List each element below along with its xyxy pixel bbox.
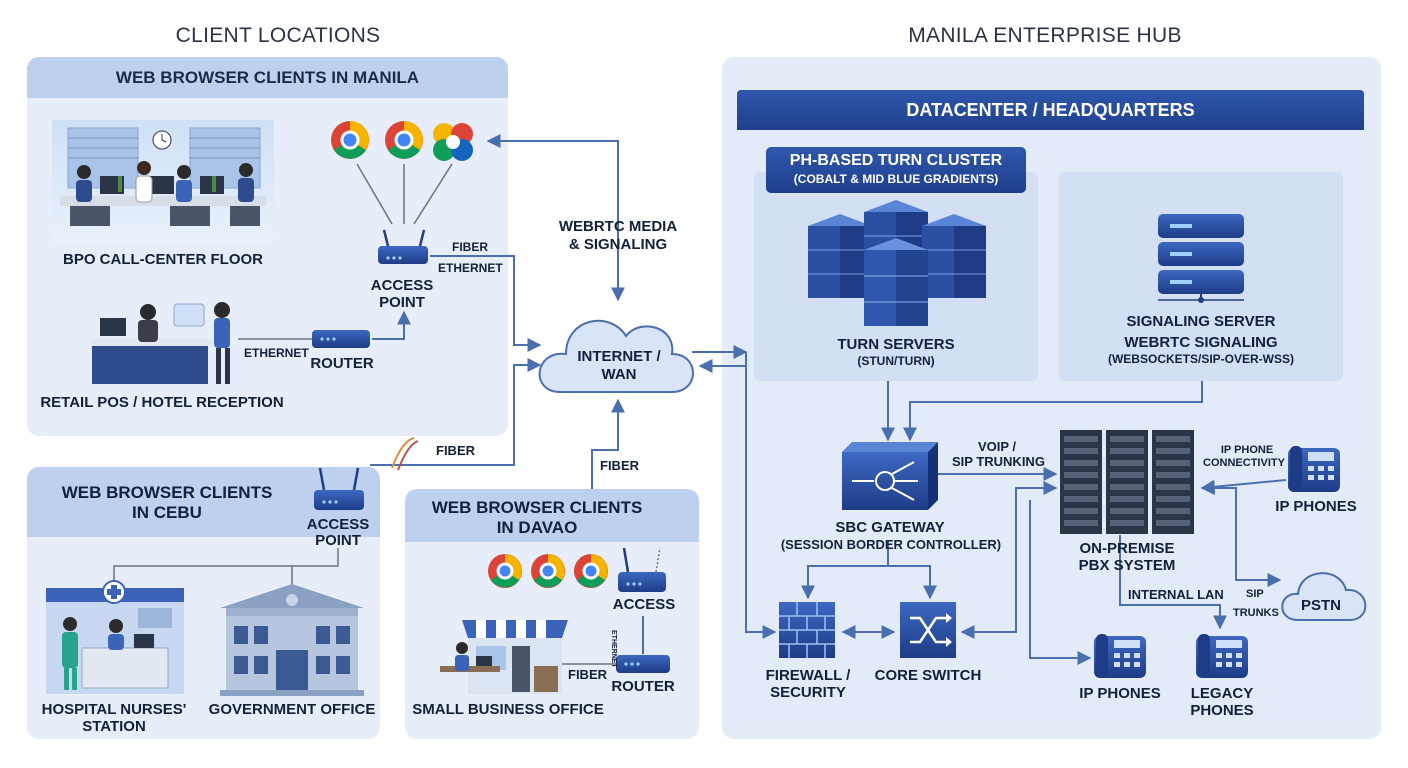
phone-icon [1288, 446, 1340, 492]
manila-ethernet-label: ETHERNET [438, 261, 503, 275]
sbc-label: SBC GATEWAY [835, 519, 945, 536]
voip-label-1: VOIP / [977, 439, 1017, 454]
trunks-label: TRUNKS [1233, 607, 1279, 619]
davao-fiber-up-label: FIBER [600, 458, 639, 473]
webrtc-icon [433, 123, 473, 161]
manila-ethernet-left-label: ETHERNET [244, 346, 309, 360]
pbx-label-2: PBX SYSTEM [1078, 557, 1176, 574]
pbx-label-1: ON-PREMISE [1079, 540, 1175, 557]
webrtc-label-2: & SIGNALING [568, 236, 668, 253]
client-locations-title: CLIENT LOCATIONS [175, 24, 381, 47]
legacy-label-1: LEGACY [1190, 685, 1254, 702]
turn-cluster-subtitle: (COBALT & MID BLUE GRADIENTS) [793, 172, 999, 186]
server-icon [1158, 214, 1244, 303]
cebu-ap-label-1: ACCESS [306, 516, 370, 533]
cebu-title-2: IN CEBU [132, 503, 202, 522]
signaling-sublabel-2: (WEBSOCKETS/SIP-OVER-WSS) [1107, 352, 1294, 366]
davao-vertical-label: ETHERNET [610, 630, 617, 668]
firewall-label-1: FIREWALL / [765, 667, 851, 684]
legacy-label-2: PHONES [1190, 702, 1254, 719]
hospital-label-1: HOSPITAL NURSES' [41, 701, 187, 718]
bpo-office-illustration [52, 120, 274, 242]
internet-label-2: WAN [601, 366, 637, 383]
switch-icon [900, 602, 956, 658]
manila-router-label: ROUTER [310, 355, 374, 372]
ip-phone-connectivity-1: IP PHONE [1220, 444, 1274, 456]
signaling-sublabel-1: WEBRTC SIGNALING [1124, 334, 1278, 351]
hospital-label-2: STATION [82, 718, 146, 735]
router-icon [312, 330, 370, 348]
cebu-title-1: WEB BROWSER CLIENTS [61, 483, 273, 502]
cebu-fiber-label: FIBER [436, 443, 475, 458]
davao-access-label: ACCESS [612, 596, 676, 613]
cloud-icon [1281, 572, 1367, 621]
chrome-icon [574, 554, 608, 588]
davao-panel [405, 489, 699, 739]
pstn-label: PSTN [1300, 597, 1341, 614]
router-icon [618, 547, 666, 592]
chrome-icon [488, 554, 522, 588]
phone-icon [1196, 634, 1248, 678]
firewall-label-2: SECURITY [770, 684, 846, 701]
retail-label: RETAIL POS / HOTEL RECEPTION [40, 394, 284, 411]
internet-label-1: INTERNET / [577, 348, 661, 365]
core-switch-label: CORE SWITCH [874, 667, 982, 684]
signaling-label: SIGNALING SERVER [1126, 313, 1276, 330]
router-icon [616, 655, 670, 673]
manila-fiber-label: FIBER [452, 240, 488, 254]
davao-router-label: ROUTER [611, 678, 675, 695]
small-business-label: SMALL BUSINESS OFFICE [412, 701, 604, 718]
cloud-icon [538, 319, 694, 393]
bpo-label: BPO CALL-CENTER FLOOR [63, 251, 263, 268]
cebu-ap-label-2: POINT [315, 532, 361, 549]
ip-phones-right-label: IP PHONES [1275, 498, 1357, 515]
chrome-icon [531, 554, 565, 588]
manila-ap-label-1: ACCESS [370, 277, 434, 294]
sip-label: SIP [1246, 588, 1264, 600]
server-icon [808, 200, 986, 326]
manila-panel-title: WEB BROWSER CLIENTS IN MANILA [27, 57, 508, 98]
chrome-icon [385, 121, 423, 159]
phone-icon [1094, 634, 1146, 678]
pbx-rack-icon [1060, 430, 1194, 534]
retail-pos-illustration [92, 302, 230, 384]
internal-lan-label: INTERNAL LAN [1128, 587, 1224, 602]
turn-cluster-header: PH-BASED TURN CLUSTER (COBALT & MID BLUE… [766, 147, 1026, 193]
voip-label-2: SIP TRUNKING [952, 454, 1045, 469]
router-icon [314, 467, 364, 510]
router-icon [378, 229, 428, 264]
datacenter-title: DATACENTER / HEADQUARTERS [737, 90, 1364, 130]
ip-phone-connectivity-2: CONNECTIVITY [1203, 457, 1285, 469]
turn-servers-sublabel: (STUN/TURN) [857, 354, 935, 368]
davao-title-2: IN DAVAO [496, 518, 578, 537]
enterprise-hub-title: MANILA ENTERPRISE HUB [908, 24, 1182, 47]
turn-cluster-title: PH-BASED TURN CLUSTER [789, 152, 1003, 169]
hospital-illustration [46, 580, 184, 694]
government-office-illustration [220, 584, 364, 696]
webrtc-label-1: WEBRTC MEDIA [558, 218, 678, 235]
davao-fiber-label: FIBER [568, 667, 607, 682]
sbc-sublabel: (SESSION BORDER CONTROLLER) [780, 537, 1002, 552]
sbc-icon [842, 442, 938, 510]
davao-panel-title [405, 489, 699, 542]
turn-servers-label: TURN SERVERS [837, 336, 955, 353]
ip-phones-bottom-label: IP PHONES [1079, 685, 1161, 702]
davao-title-1: WEB BROWSER CLIENTS [431, 498, 643, 517]
firewall-icon [779, 602, 835, 658]
chrome-icon [331, 121, 369, 159]
small-business-illustration [440, 620, 568, 694]
manila-ap-label-2: POINT [379, 294, 425, 311]
government-label: GOVERNMENT OFFICE [208, 701, 376, 718]
